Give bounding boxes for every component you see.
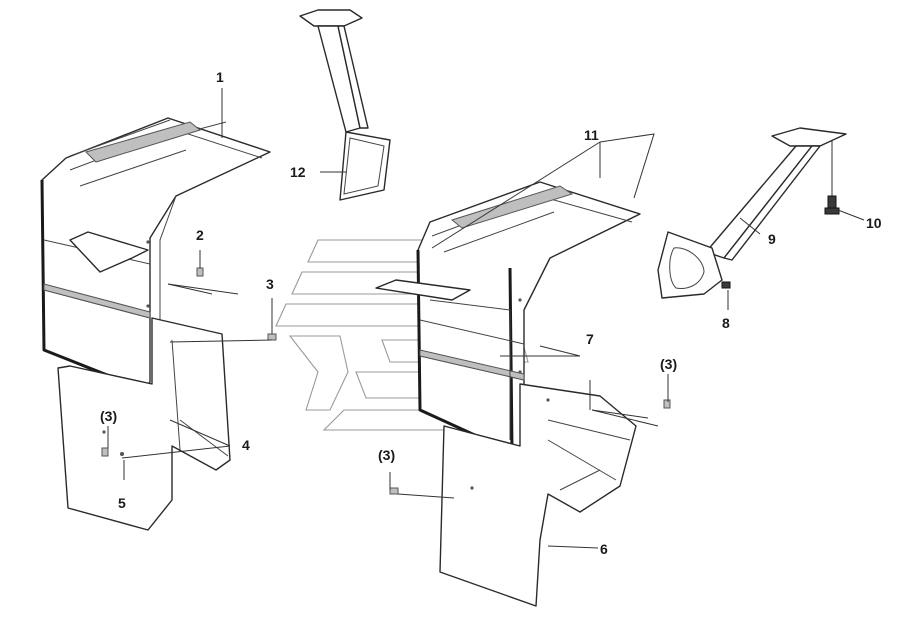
callout-3-right: (3) (660, 356, 677, 372)
callout-2: 2 (196, 227, 204, 243)
callout-8: 8 (722, 315, 730, 331)
callout-9: 9 (768, 231, 776, 247)
callout-1: 1 (216, 69, 224, 85)
callout-7: 7 (586, 331, 594, 347)
fender-left (40, 117, 271, 391)
mudflap-right (439, 383, 637, 607)
callout-4: 4 (242, 437, 250, 453)
callout-6: 6 (600, 541, 608, 557)
bolt-10 (824, 140, 840, 215)
mudflap-left (57, 317, 231, 531)
callout-3: 3 (266, 276, 274, 292)
callout-12: 12 (290, 164, 306, 180)
bracket-left (299, 9, 391, 201)
leader-lines (107, 88, 865, 549)
callout-5: 5 (118, 495, 126, 511)
callout-3-center: (3) (378, 447, 395, 463)
callout-3-left: (3) (100, 408, 117, 424)
callout-10: 10 (866, 215, 882, 231)
callout-labels: 1 2 3 (3) (3) (3) 4 5 6 7 8 9 10 11 12 (100, 69, 882, 557)
bracket-right (657, 127, 847, 299)
callout-11: 11 (584, 127, 599, 143)
